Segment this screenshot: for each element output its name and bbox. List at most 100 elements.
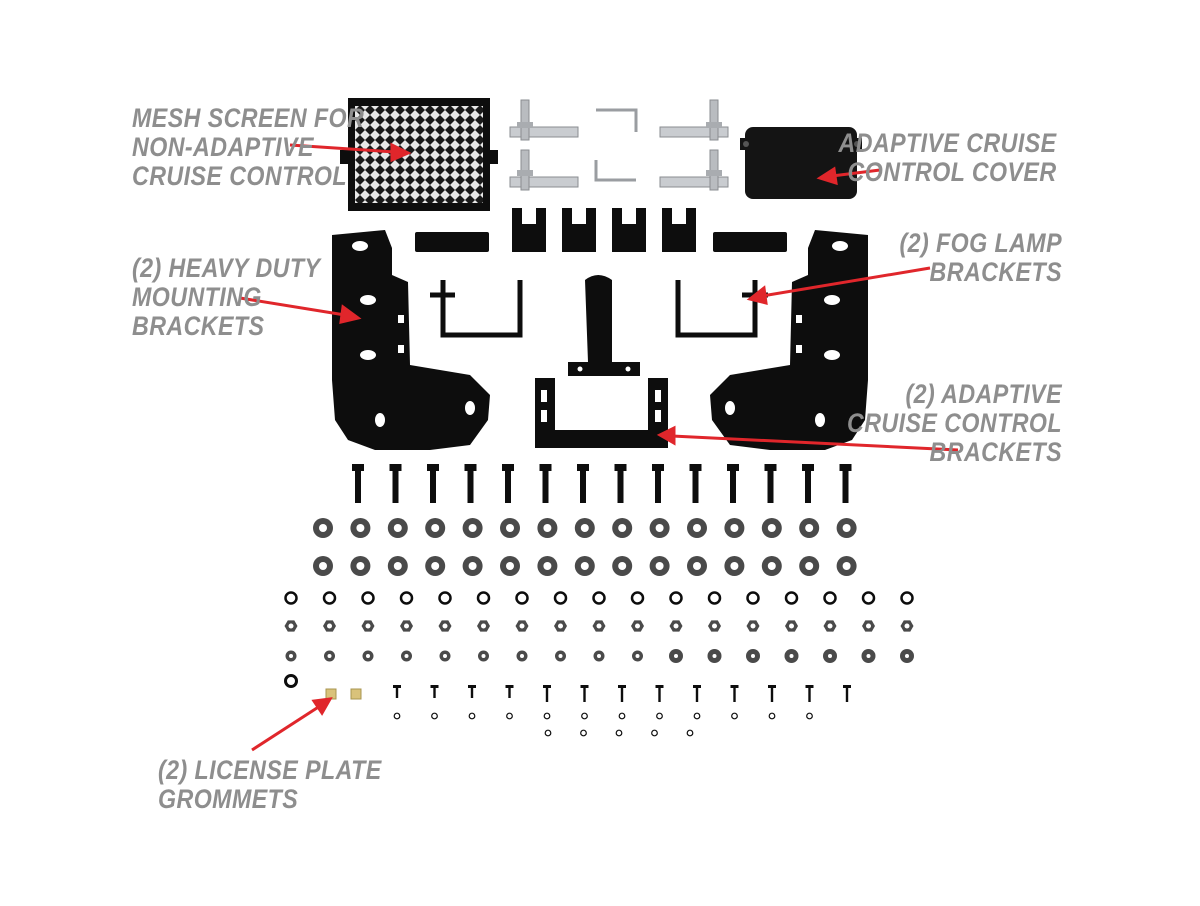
small-washer (401, 650, 412, 662)
lock-washer (476, 591, 491, 605)
screw (655, 685, 664, 702)
small-washer (439, 650, 451, 662)
bolt (389, 464, 402, 503)
stud-plate-top-left (509, 99, 579, 141)
small-washer (362, 650, 374, 662)
flat-washer (761, 518, 782, 538)
lock-washer (515, 591, 529, 605)
arrow-mesh-screen (289, 142, 412, 163)
tiny-washer (468, 712, 476, 720)
flat-washer (462, 556, 483, 576)
hex-nut (592, 620, 606, 632)
bolt (652, 464, 664, 503)
screw (543, 685, 551, 702)
bolt (689, 464, 702, 503)
flat-washer (649, 556, 670, 576)
label-line: CONTROL COVER (848, 157, 1057, 187)
label-acc-brackets: (2) ADAPTIVE CRUISE CONTROL BRACKETS (847, 380, 1062, 467)
bolt (464, 464, 477, 503)
stud-plate-bottom-right (659, 149, 729, 191)
lock-washer (669, 591, 683, 605)
flat-washer (537, 518, 558, 538)
fog-lamp-bracket-left (430, 280, 523, 338)
tiny-washer (693, 712, 701, 720)
flat-washer (836, 518, 857, 538)
flat-washer (425, 518, 446, 538)
screw (580, 685, 589, 702)
label-line: (2) HEAVY DUTY (132, 253, 321, 283)
bolt (614, 464, 627, 503)
flat-washer (649, 518, 670, 538)
flat-washer (387, 556, 408, 576)
label-line: MESH SCREEN FOR (132, 103, 365, 133)
tiny-washer (768, 712, 776, 720)
hex-nut (900, 620, 914, 632)
bolt (502, 464, 514, 503)
small-washer (784, 649, 799, 663)
arrow-acc-cover (816, 166, 881, 186)
bolt (802, 464, 814, 503)
label-line: BRACKETS (929, 257, 1062, 287)
flat-washer (462, 518, 483, 538)
hex-nut (823, 620, 837, 632)
lock-washer (707, 591, 722, 605)
screw (768, 685, 776, 702)
small-washer (632, 650, 643, 662)
label-line: CRUISE CONTROL (132, 161, 347, 191)
hex-nut (477, 620, 490, 632)
small-washer (707, 649, 722, 663)
flat-washer (612, 556, 633, 576)
tiny-washer (618, 712, 626, 720)
screw (618, 685, 626, 702)
small-washer (593, 650, 605, 662)
screw (393, 685, 401, 698)
bolt (539, 464, 552, 503)
screw (730, 685, 739, 702)
flat-washer (574, 518, 595, 538)
tiny-washer (393, 712, 401, 720)
flat-washer (724, 518, 745, 538)
hex-nut (708, 620, 721, 632)
label-acc-cover: ADAPTIVE CRUISE CONTROL COVER (839, 129, 1057, 187)
tiny-washer (731, 712, 738, 720)
tiny-washer (615, 729, 623, 737)
bolt (577, 464, 589, 503)
lock-washer (823, 591, 837, 605)
hex-nut (862, 620, 875, 632)
arrow-fog-lamp (746, 266, 931, 305)
lock-washer (399, 591, 414, 605)
screw (430, 685, 439, 698)
screw (468, 685, 476, 698)
label-line: NON-ADAPTIVE (132, 132, 314, 162)
flat-washer (313, 518, 333, 538)
tiny-washer (581, 712, 588, 720)
flat-washer (537, 556, 558, 576)
small-washer (861, 649, 876, 663)
hex-nut (515, 620, 529, 632)
label-line: MOUNTING (132, 282, 262, 312)
label-line: BRACKETS (132, 311, 265, 341)
label-line: (2) LICENSE PLATE (158, 755, 382, 785)
lock-washer (630, 591, 645, 605)
lock-washer (438, 591, 452, 605)
callout-arrows (239, 142, 959, 752)
screw (805, 685, 814, 702)
small-washer (285, 650, 297, 662)
bolt (727, 464, 739, 503)
lock-washer (592, 591, 606, 605)
lock-washer (284, 591, 298, 605)
small-washer (555, 650, 566, 662)
acc-bracket-upright (568, 275, 640, 376)
small-washer (746, 649, 760, 663)
label-line: ADAPTIVE CRUISE (838, 128, 1057, 158)
screw (843, 685, 851, 702)
lock-washer (900, 591, 914, 605)
label-line: CRUISE CONTROL (847, 408, 1062, 438)
hex-nut (785, 620, 798, 632)
label-mesh-screen: MESH SCREEN FOR NON-ADAPTIVE CRUISE CONT… (132, 104, 364, 191)
small-washer (669, 649, 683, 663)
label-line: (2) ADAPTIVE (905, 379, 1062, 409)
mounting-bracket-right (710, 230, 868, 450)
